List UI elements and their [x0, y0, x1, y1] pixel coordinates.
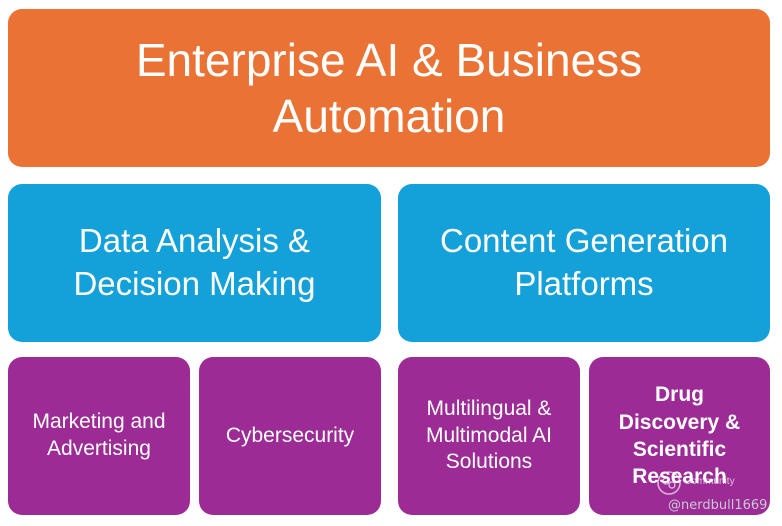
leaf-node-label: Multilingual & Multimodal AI Solutions	[426, 396, 552, 477]
watermark-text: Community	[684, 476, 735, 487]
top-node-enterprise-ai: Enterprise AI & Business Automation	[8, 9, 770, 167]
mid-node-label: Content Generation Platforms	[440, 220, 728, 306]
author-handle: @nerdbull1669	[668, 498, 768, 513]
leaf-node-line: Solutions	[445, 450, 533, 474]
leaf-node-line: Marketing and	[32, 410, 166, 434]
leaf-node-label: Cybersecurity	[226, 423, 354, 450]
top-node-line-2: Automation	[272, 90, 506, 142]
leaf-node-line: Drug	[655, 383, 704, 407]
leaf-node-line: Scientific	[632, 438, 727, 461]
leaf-node-line: Multimodal AI	[425, 423, 553, 447]
community-logo-icon	[657, 471, 681, 495]
leaf-node-line: Cybersecurity	[225, 423, 355, 447]
mid-node-line-2: Platforms	[514, 265, 654, 302]
leaf-node-line: Research	[632, 465, 727, 489]
leaf-node-label: Marketing and Advertising	[32, 409, 165, 463]
top-node-label: Enterprise AI & Business Automation	[136, 32, 642, 144]
leaf-node-marketing: Marketing and Advertising	[8, 357, 190, 515]
leaf-node-line: Advertising	[47, 437, 151, 460]
mid-node-content-generation: Content Generation Platforms	[398, 184, 770, 342]
mid-node-label: Data Analysis & Decision Making	[73, 220, 315, 306]
top-node-line-1: Enterprise AI & Business	[135, 33, 643, 86]
leaf-node-line: Discovery &	[618, 410, 741, 434]
mid-node-line-1: Data Analysis &	[78, 222, 311, 260]
leaf-node-line: Multilingual &	[426, 396, 552, 420]
mid-node-data-analysis: Data Analysis & Decision Making	[8, 184, 381, 342]
leaf-node-drug-discovery: Drug Discovery & Scientific Research	[589, 357, 770, 515]
leaf-node-multilingual: Multilingual & Multimodal AI Solutions	[398, 357, 580, 515]
leaf-node-label: Drug Discovery & Scientific Research	[619, 381, 740, 490]
leaf-node-cybersecurity: Cybersecurity	[199, 357, 381, 515]
mid-node-line-2: Decision Making	[73, 265, 316, 302]
mid-node-line-1: Content Generation	[439, 222, 729, 260]
